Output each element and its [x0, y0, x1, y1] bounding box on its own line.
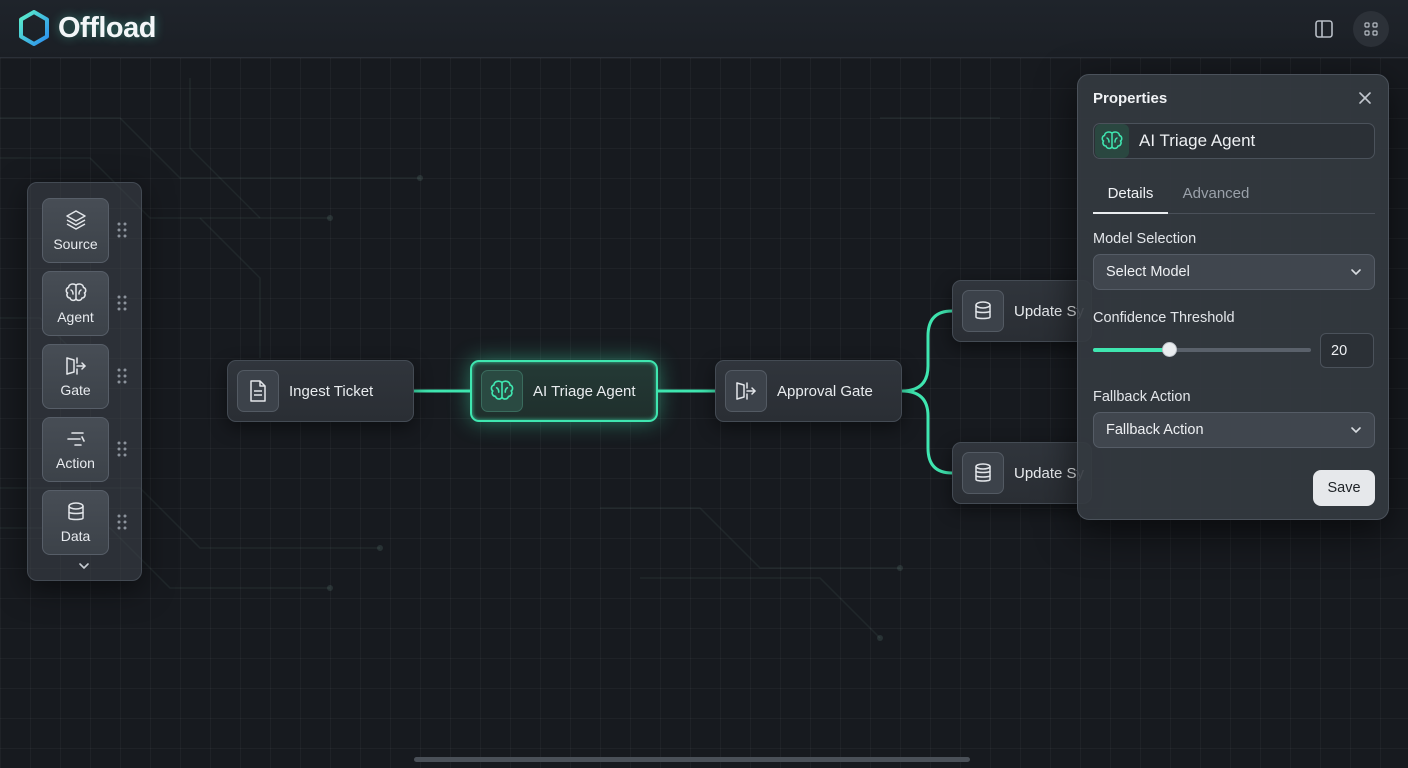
drag-handle-icon[interactable] — [117, 222, 127, 238]
node-icon-box — [481, 370, 523, 412]
slider-fill — [1093, 348, 1170, 352]
node-name-input[interactable] — [1139, 131, 1359, 151]
flow-connections — [412, 309, 954, 475]
save-button[interactable]: Save — [1313, 470, 1375, 506]
app-name: Offload — [58, 11, 157, 44]
layers-icon — [65, 210, 86, 230]
connection-gate-to-update-2 — [900, 389, 954, 475]
palette-item-gate[interactable]: Gate — [42, 344, 109, 409]
tab-details[interactable]: Details — [1093, 179, 1168, 214]
toggle-panel-button[interactable] — [1306, 11, 1342, 47]
node-label: AI Triage Agent — [533, 382, 636, 400]
model-selection-label: Model Selection — [1093, 231, 1197, 247]
node-icon-box — [962, 452, 1004, 494]
flow-node-approval-gate[interactable]: Approval Gate — [715, 360, 902, 422]
database-stack-icon — [975, 463, 991, 482]
palette-item-action[interactable]: Action — [42, 417, 109, 482]
grid-dots-icon — [1364, 22, 1378, 36]
document-icon — [250, 380, 266, 402]
close-panel-button[interactable] — [1355, 88, 1375, 108]
flow-node-ingest-ticket[interactable]: Ingest Ticket — [227, 360, 414, 422]
panel-title: Properties — [1093, 90, 1168, 107]
brain-icon — [490, 380, 514, 400]
node-label: Update Sy — [1014, 464, 1085, 482]
confidence-threshold-label: Confidence Threshold — [1093, 310, 1235, 326]
gate-icon — [736, 382, 756, 400]
node-palette: Source Agent Gate Action — [27, 182, 142, 581]
palette-item-agent[interactable]: Agent — [42, 271, 109, 336]
properties-tabs: Details Advanced — [1093, 179, 1375, 214]
node-label: Approval Gate — [777, 382, 873, 400]
horizontal-scrollbar[interactable] — [414, 757, 970, 762]
node-label: Update Sy — [1014, 302, 1085, 320]
gate-icon — [65, 357, 86, 375]
palette-item-label: Data — [60, 528, 91, 544]
node-icon-box — [237, 370, 279, 412]
node-label: Ingest Ticket — [289, 382, 374, 400]
fallback-action-dropdown[interactable]: Fallback Action — [1093, 412, 1375, 448]
fallback-action-value: Fallback Action — [1106, 422, 1204, 438]
chevron-down-icon — [1351, 427, 1361, 434]
node-type-badge — [1095, 124, 1129, 158]
node-name-field[interactable] — [1093, 123, 1375, 159]
palette-item-data[interactable]: Data — [42, 490, 109, 555]
top-bar: Offload — [0, 0, 1408, 58]
hexagon-logo-icon — [19, 10, 49, 46]
panel-layout-icon — [1315, 20, 1333, 38]
action-icon — [66, 432, 85, 446]
palette-item-label: Source — [53, 236, 98, 252]
drag-handle-icon[interactable] — [117, 441, 127, 457]
slider-thumb[interactable] — [1162, 342, 1178, 357]
node-icon-box — [725, 370, 767, 412]
brain-icon — [65, 283, 86, 302]
confidence-slider[interactable] — [1093, 342, 1311, 357]
close-icon — [1359, 92, 1371, 104]
palette-item-source[interactable]: Source — [42, 198, 109, 263]
flow-node-update-system-1[interactable]: Update Sy — [952, 280, 1092, 342]
fallback-action-label: Fallback Action — [1093, 389, 1191, 405]
connection-gate-to-update-1 — [900, 309, 954, 393]
chevron-down-icon — [1351, 269, 1361, 276]
properties-panel: Properties Details Advanced Model Select… — [1077, 74, 1389, 520]
model-selection-dropdown[interactable]: Select Model — [1093, 254, 1375, 290]
flow-node-update-system-2[interactable]: Update Sy — [952, 442, 1092, 504]
apps-menu-button[interactable] — [1353, 11, 1389, 47]
palette-item-label: Gate — [60, 382, 91, 398]
drag-handle-icon[interactable] — [117, 295, 127, 311]
drag-handle-icon[interactable] — [117, 368, 127, 384]
brain-icon — [1101, 131, 1123, 150]
database-icon — [67, 502, 84, 521]
flow-node-ai-triage-agent[interactable]: AI Triage Agent — [470, 360, 658, 422]
confidence-value-input[interactable]: 20 — [1320, 333, 1374, 368]
chevron-down-icon[interactable] — [78, 561, 90, 571]
model-selection-value: Select Model — [1106, 264, 1190, 280]
database-icon — [975, 301, 991, 320]
tab-advanced[interactable]: Advanced — [1182, 185, 1250, 202]
node-icon-box — [962, 290, 1004, 332]
palette-item-label: Action — [56, 455, 95, 471]
drag-handle-icon[interactable] — [117, 514, 127, 530]
palette-item-label: Agent — [57, 309, 94, 325]
app-logo[interactable]: Offload — [18, 10, 157, 46]
